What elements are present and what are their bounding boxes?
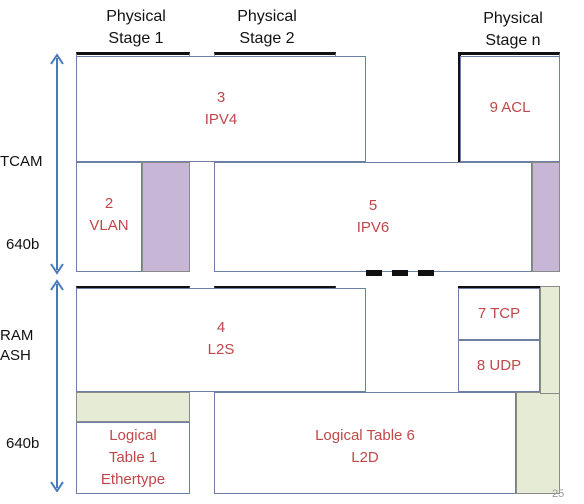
stagen-tcam-unused	[532, 162, 560, 272]
table-ethertype-line2: Table 1	[108, 449, 158, 466]
stage1-header: Physical Stage 1	[84, 6, 188, 50]
table-ethertype-line3: Ethertype	[100, 471, 166, 488]
stage1-header-line2: Stage 1	[108, 30, 164, 47]
table-ethertype-line1: Logical	[109, 427, 157, 444]
table-l2d-line2: L2D	[351, 449, 379, 466]
stage1-sram-unused	[76, 392, 190, 422]
table-udp: 8 UDP	[458, 340, 540, 392]
stagen-header: Physical Stage n	[460, 8, 566, 52]
sram-label: RAM ASH	[0, 326, 33, 366]
table-l2s-number: 4	[216, 319, 226, 336]
sram-width-label: 640b	[6, 435, 40, 452]
dash-3	[418, 270, 434, 276]
stage2-header-line2: Stage 2	[239, 30, 295, 47]
ellipsis-dashes	[366, 270, 436, 276]
table-ipv4: 3 IPV4	[76, 56, 366, 162]
dash-1	[366, 270, 382, 276]
table-l2d-line1: Logical Table 6	[315, 427, 415, 444]
table-acl: 9 ACL	[460, 56, 560, 162]
table-ipv6: 5 IPV6	[214, 162, 532, 272]
table-ethertype: Logical Table 1 Ethertype	[76, 422, 190, 494]
sram-arrow	[50, 279, 64, 492]
stagen-header-line1: Physical	[483, 10, 543, 27]
table-l2s-name: L2S	[207, 341, 235, 358]
stage1-tcam-unused	[142, 162, 190, 272]
stage2-header: Physical Stage 2	[214, 6, 320, 50]
tcam-width-label: 640b	[6, 236, 40, 253]
table-ipv4-name: IPV4	[204, 111, 238, 128]
stagen-sram-unused-upper	[540, 286, 560, 394]
table-l2d: Logical Table 6 L2D	[214, 392, 516, 494]
tcam-label: TCAM	[0, 153, 43, 170]
page-number: 25	[552, 488, 565, 500]
table-vlan: 2 VLAN	[76, 162, 142, 272]
width-arrows	[50, 53, 64, 492]
table-tcp-label: 7 TCP	[477, 305, 521, 322]
dash-2	[392, 270, 408, 276]
table-vlan-number: 2	[104, 195, 114, 212]
table-vlan-name: VLAN	[89, 217, 129, 234]
tcam-arrow	[50, 53, 64, 275]
table-acl-label: 9 ACL	[489, 99, 531, 116]
stagen-header-line2: Stage n	[485, 32, 541, 49]
table-ipv6-name: IPV6	[356, 219, 390, 236]
table-l2s: 4 L2S	[76, 288, 366, 392]
sram-label-line2: ASH	[0, 347, 31, 364]
stagen-sram-unused-lower	[516, 392, 560, 494]
table-ipv4-number: 3	[216, 89, 226, 106]
table-ipv6-number: 5	[368, 197, 378, 214]
table-tcp: 7 TCP	[458, 288, 540, 340]
stage2-header-line1: Physical	[237, 8, 297, 25]
sram-label-line1: RAM	[0, 327, 34, 344]
stage1-header-line1: Physical	[106, 8, 166, 25]
table-udp-label: 8 UDP	[476, 357, 522, 374]
